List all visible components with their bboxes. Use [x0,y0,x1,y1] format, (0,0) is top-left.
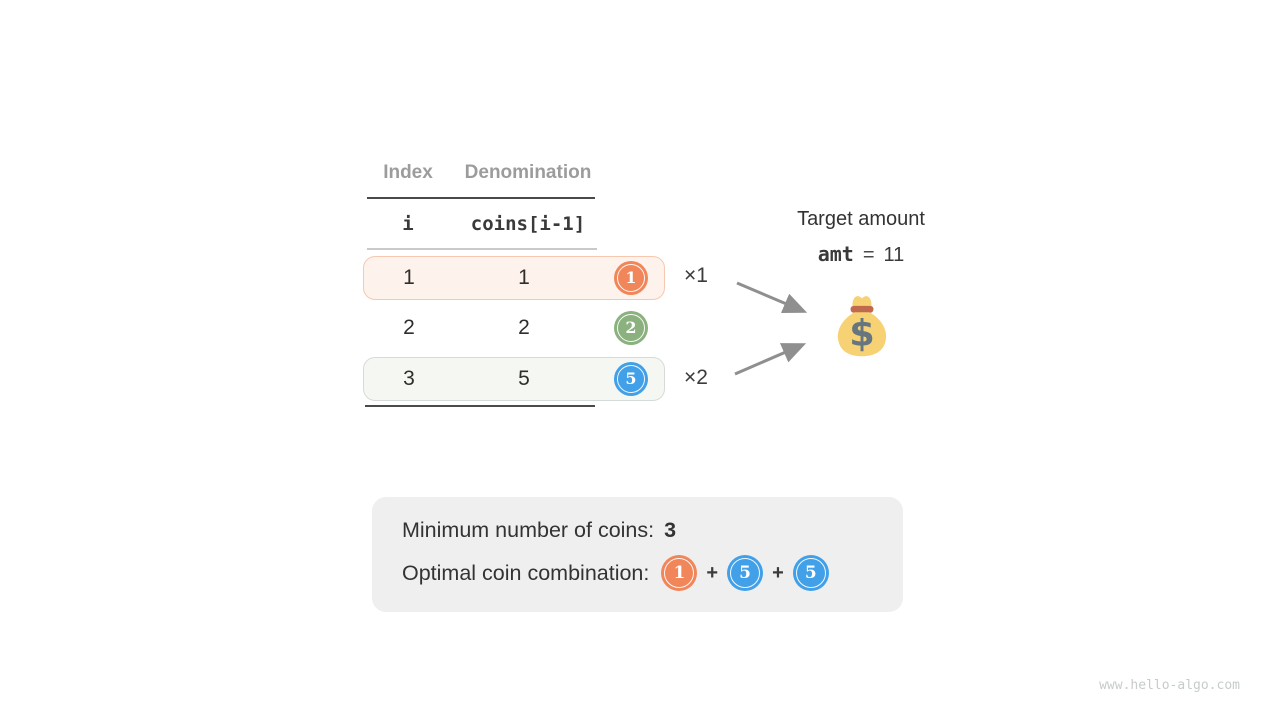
table-row: 3 5 5 [363,357,665,401]
min-coins-value: 3 [664,518,677,542]
optimal-combo-line: Optimal coin combination: 1 + 5 + 5 [402,555,873,591]
coin-icon: 5 [792,555,829,591]
coin-value: 5 [625,369,637,388]
amt-variable: amt [817,242,854,266]
cell-index: 3 [403,367,415,390]
optimal-combo-label: Optimal coin combination: [402,560,650,585]
coin-icon: 5 [614,362,648,396]
subheader-coins-expr: coins[i-1] [470,213,586,235]
cell-denomination: 2 [518,316,530,339]
header-denomination: Denomination [464,162,592,183]
table-mid-rule [367,248,597,250]
money-bag-icon: $ [837,296,887,357]
coin-icon: 2 [614,311,648,345]
header-index: Index [383,162,433,183]
multiplier-label: ×2 [684,366,708,389]
target-amount-label: Target amount [797,208,925,230]
table-header: Index Denomination [363,162,603,184]
multiplier-label: ×1 [684,264,708,287]
table-bottom-rule [365,405,595,407]
coin-value: 1 [625,268,637,287]
coin-value: 2 [625,318,637,337]
svg-text:$: $ [849,312,875,355]
min-coins-label: Minimum number of coins: [402,518,655,542]
coin-icon: 1 [661,555,698,591]
target-amount-equation: amt = 11 [761,242,961,267]
cell-index: 2 [403,316,415,339]
coin-icon: 1 [614,261,648,295]
watermark: www.hello-algo.com [1099,678,1240,693]
equals-sign: = [862,244,875,266]
table-subheader: i coins[i-1] [363,213,603,235]
amt-value: 11 [883,244,905,266]
cell-denomination: 1 [518,266,530,289]
table-row: 1 1 1 [363,256,665,300]
coin-value: 1 [673,562,686,583]
table-top-rule [367,197,595,199]
arrow-coin5-icon [734,343,807,376]
result-summary-panel: Minimum number of coins: 3 Optimal coin … [372,497,903,612]
subheader-i: i [402,213,414,235]
table-row: 2 2 2 [363,306,665,350]
cell-denomination: 5 [518,367,530,390]
arrow-coin1-icon [736,281,808,314]
min-coins-line: Minimum number of coins: 3 [402,518,873,543]
plus-sign: + [772,561,784,584]
coin-value: 5 [739,562,751,583]
coin-icon: 5 [727,555,764,591]
arrows-to-bag [734,281,808,376]
plus-sign: + [706,561,719,584]
cell-index: 1 [403,266,415,289]
coin-value: 5 [804,562,817,583]
